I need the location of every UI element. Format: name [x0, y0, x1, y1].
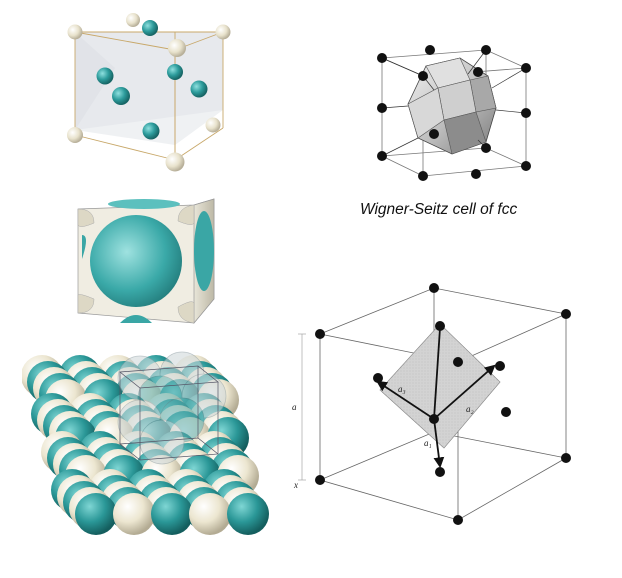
corner-atoms — [67, 13, 231, 172]
wigner-seitz-caption: Wigner-Seitz cell of fcc — [360, 201, 518, 218]
fcc-space-filling-cell-figure — [77, 198, 215, 324]
white-sphere — [113, 493, 155, 535]
fcc-unit-cell-figure — [67, 13, 231, 172]
a2-vector-label: a₂ — [466, 404, 474, 414]
a1-vector-label: a₁ — [424, 438, 432, 448]
ws-lattice-atoms — [377, 45, 531, 181]
wigner-seitz-cell-figure — [377, 45, 531, 181]
fcc-sphere-packing-figure — [22, 351, 269, 535]
cube-faces — [75, 32, 223, 145]
edge-length-label: a — [292, 402, 297, 412]
white-sphere — [189, 493, 231, 535]
a3-vector-label: a₃ — [398, 384, 406, 394]
unit-cell-wireframe — [119, 365, 219, 461]
teal-sphere — [151, 493, 193, 535]
face-centered-atoms — [96, 20, 208, 140]
primitive-vectors — [376, 327, 496, 469]
ws-polyhedron — [407, 57, 497, 155]
fcc-primitive-vectors-figure: a x a₃ a₂ a₁ — [274, 262, 604, 532]
teal-sphere — [227, 493, 269, 535]
space-filling-cube — [77, 198, 215, 324]
dimension-marker — [298, 333, 306, 481]
teal-sphere — [75, 493, 117, 535]
axis-label: x — [293, 480, 298, 490]
primitive-cell — [379, 323, 501, 449]
lattice-points — [315, 283, 571, 525]
